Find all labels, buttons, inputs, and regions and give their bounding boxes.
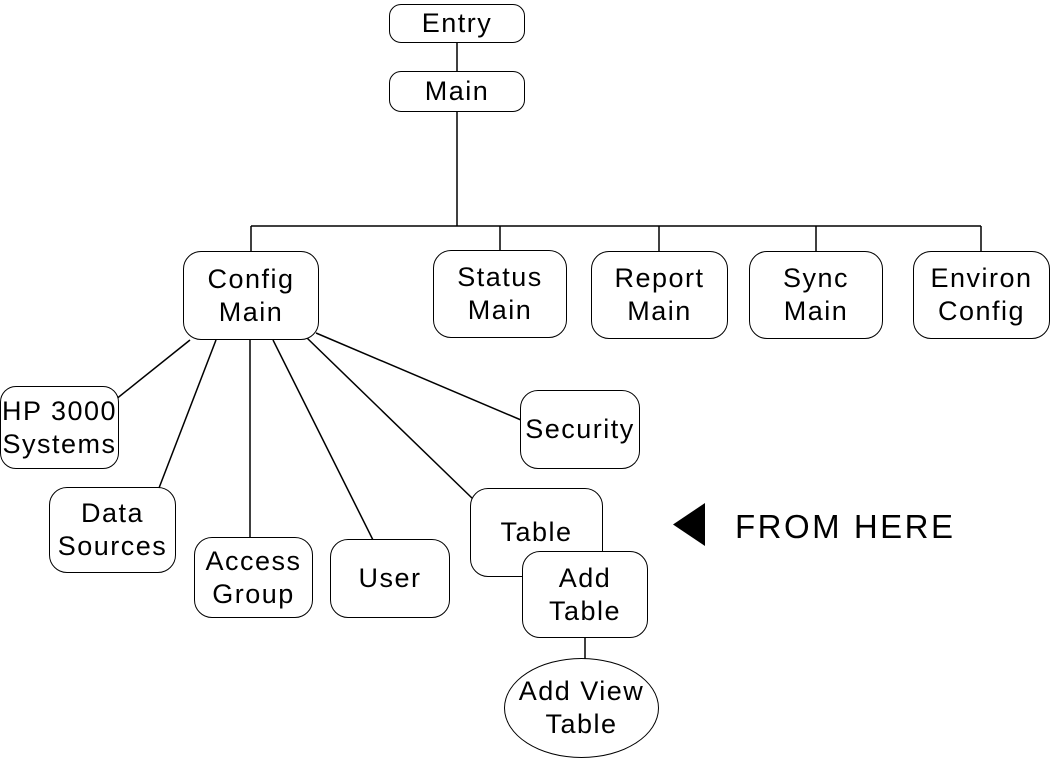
node-user: User xyxy=(330,539,450,618)
node-label: Add View xyxy=(518,676,645,706)
node-label: Report xyxy=(614,263,705,293)
node-label: Systems xyxy=(2,428,117,459)
edge-config-security xyxy=(315,332,522,421)
node-label: HP 3000 xyxy=(1,395,118,426)
node-label: Status xyxy=(457,262,543,292)
node-label: Sync xyxy=(782,263,850,293)
node-label: User xyxy=(358,563,422,593)
from-here-arrow-icon xyxy=(673,503,705,546)
node-label: Sources xyxy=(57,531,168,561)
node-label: Group xyxy=(212,578,295,609)
edge-config-table xyxy=(306,337,475,501)
node-label: Main xyxy=(467,295,533,325)
node-label: Table xyxy=(548,595,622,626)
node-entry: Entry xyxy=(389,4,525,43)
node-environ-config: Environ Config xyxy=(913,251,1050,339)
node-status-main: Status Main xyxy=(433,250,567,338)
node-label: Main xyxy=(627,296,692,326)
node-label: Config xyxy=(937,296,1026,326)
node-label: Table xyxy=(500,517,573,547)
node-report-main: Report Main xyxy=(591,251,728,339)
from-here-annotation: FROM HERE xyxy=(735,508,956,545)
node-label: Add xyxy=(558,562,612,593)
node-label: Access xyxy=(205,545,302,576)
edge-config-data-sources xyxy=(158,339,217,489)
edge-config-hp3000 xyxy=(114,339,191,401)
node-label: Main xyxy=(783,296,849,326)
node-main: Main xyxy=(389,71,525,112)
node-label: Main xyxy=(218,296,284,327)
node-label: Security xyxy=(525,414,635,444)
node-security: Security xyxy=(520,390,640,469)
node-add-table: Add Table xyxy=(522,551,648,638)
node-hp3000-systems: HP 3000 Systems xyxy=(0,386,119,469)
node-config-main: Config Main xyxy=(183,251,319,340)
node-label: Table xyxy=(545,709,618,739)
node-add-view-table: Add View Table xyxy=(504,658,659,758)
node-label: Entry xyxy=(421,8,493,38)
node-label: Config xyxy=(207,263,295,294)
node-label: Data xyxy=(80,498,145,528)
edge-config-user xyxy=(272,339,374,541)
node-label: Main xyxy=(424,76,490,106)
node-label: Environ xyxy=(930,263,1033,293)
node-data-sources: Data Sources xyxy=(49,487,176,573)
node-sync-main: Sync Main xyxy=(749,251,883,339)
node-access-group: Access Group xyxy=(194,537,313,618)
